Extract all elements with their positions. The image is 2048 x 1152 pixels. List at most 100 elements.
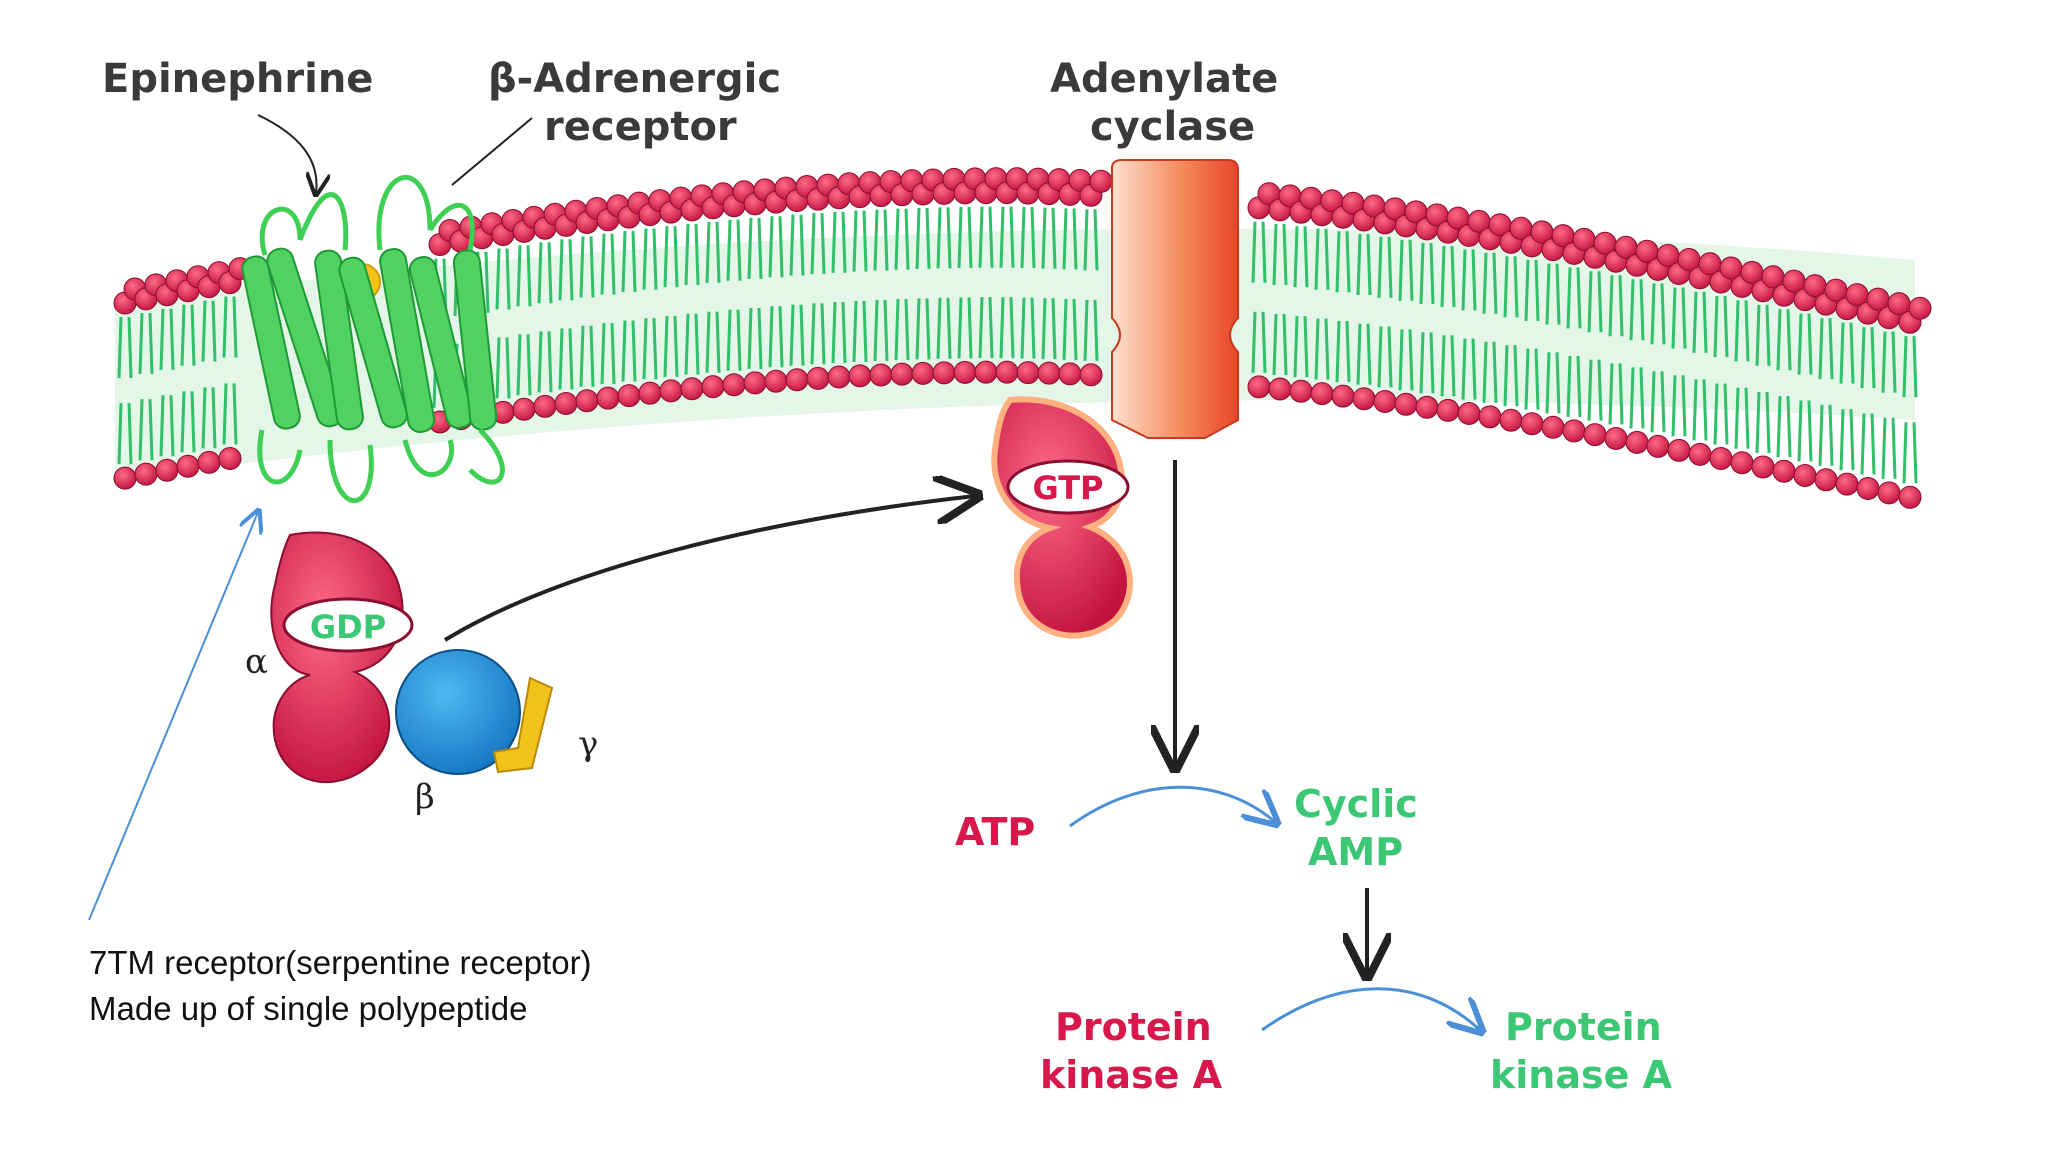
lipid-tail <box>222 383 228 445</box>
lipid-head <box>176 454 200 478</box>
beta-label: β <box>415 777 435 817</box>
lipid-head <box>134 462 158 486</box>
lipid-tail <box>1083 299 1089 361</box>
lipid-tail <box>1356 323 1362 385</box>
lipid-tail <box>831 211 837 273</box>
g-protein-inactive: GDP α β γ <box>245 531 598 817</box>
lipid-tail <box>589 236 595 298</box>
lipid-head <box>1436 398 1460 422</box>
atp-conversion-arrow <box>1069 785 1275 826</box>
lipid-tail <box>1618 363 1624 425</box>
lipid-tail <box>799 214 805 276</box>
lipid-tail <box>1828 318 1834 380</box>
lipid-tail <box>1450 246 1456 308</box>
lipid-tail <box>1251 221 1257 283</box>
lipid-tail <box>1009 206 1015 268</box>
cell-membrane <box>113 167 1932 509</box>
lipid-tail <box>505 248 511 310</box>
g-alpha-gtp-subunit <box>991 396 1133 639</box>
lipid-tail <box>484 251 490 313</box>
lipid-tail <box>1692 291 1698 353</box>
lipid-tail <box>999 297 1005 359</box>
lipid-tail <box>1324 228 1330 290</box>
lipid-tail <box>1335 321 1341 383</box>
lipid-tail <box>904 208 910 270</box>
lipid-head <box>1667 438 1691 462</box>
receptor-helix <box>266 247 344 428</box>
lipid-tail <box>1870 327 1876 389</box>
lipid-tail <box>820 303 826 365</box>
receptor-helix <box>314 249 364 431</box>
lipid-tail <box>610 323 616 385</box>
lipid-tail <box>1860 413 1866 475</box>
lipid-head <box>218 446 242 470</box>
lipid-head <box>113 466 137 490</box>
lipid-tail <box>211 300 217 362</box>
lipid-tail <box>1314 228 1320 290</box>
lipid-tail <box>747 307 753 369</box>
lipid-head <box>785 368 809 392</box>
lipid-tail <box>600 233 606 295</box>
lipid-tail <box>1492 341 1498 403</box>
adenylate-cyclase <box>1111 159 1239 439</box>
lipid-tail <box>978 206 984 268</box>
lipid-tail <box>957 297 963 359</box>
lipid-tail <box>232 296 238 358</box>
lipid-tail <box>1702 379 1708 441</box>
lipid-head <box>1457 402 1481 426</box>
lipid-tail <box>1377 326 1383 388</box>
lipid-tail <box>1723 383 1729 445</box>
lipid-tail <box>778 306 784 368</box>
receptor-helix <box>338 256 408 429</box>
lipid-head <box>1898 485 1922 509</box>
lipid-head <box>596 386 620 410</box>
lipid-tail <box>841 302 847 364</box>
lipid-tail <box>1765 391 1771 453</box>
atp-label: ATP <box>955 810 1035 854</box>
lipid-head <box>617 384 641 408</box>
lipid-tail <box>642 228 648 290</box>
lipid-head <box>638 381 662 405</box>
lipid-tail <box>778 216 784 278</box>
lipid-tail <box>1860 327 1866 389</box>
lipid-tail <box>1902 422 1908 484</box>
gdp-label: GDP <box>310 608 386 646</box>
g-beta-subunit <box>395 649 521 775</box>
lipid-head <box>659 379 683 403</box>
lipid-tail <box>1629 367 1635 429</box>
lipid-tail <box>1818 318 1824 380</box>
lipid-tail <box>1650 283 1656 345</box>
lipid-tail <box>1755 304 1761 366</box>
lipid-head <box>1089 169 1113 193</box>
lipid-head <box>869 363 893 387</box>
lipid-tail <box>1345 321 1351 383</box>
lipid-tail <box>831 302 837 364</box>
lipid-tail <box>1366 233 1372 296</box>
lipid-tail <box>1041 207 1047 269</box>
lipid-tail <box>1692 379 1698 441</box>
lipid-tail <box>1083 209 1089 271</box>
lipid-tail <box>873 209 879 271</box>
lipid-tail <box>1513 345 1519 407</box>
lipid-tail <box>1051 298 1057 360</box>
cyclase-body <box>1111 159 1239 439</box>
lipid-tail <box>820 213 826 275</box>
lipid-head <box>1331 384 1355 408</box>
lipid-tail <box>810 303 816 365</box>
lipid-tail <box>715 221 721 283</box>
lipid-head <box>1646 434 1670 458</box>
lipid-tail <box>1450 335 1456 397</box>
lipid-tail <box>1261 221 1267 283</box>
lipid-tail <box>169 308 175 370</box>
lipid-tail <box>1545 263 1551 325</box>
receptor-note-line-2: Made up of single polypeptide <box>89 990 528 1027</box>
lipid-head <box>1478 405 1502 429</box>
lipid-tail <box>1650 371 1656 433</box>
lipid-tail <box>789 214 795 276</box>
lipid-tail <box>1009 297 1015 359</box>
lipid-tail <box>663 315 669 377</box>
receptor-note-line-1: 7TM receptor(serpentine receptor) <box>89 944 592 981</box>
camp-label-1: Cyclic <box>1294 782 1418 826</box>
lipid-tail <box>1797 313 1803 375</box>
lipid-tail <box>1807 400 1813 462</box>
